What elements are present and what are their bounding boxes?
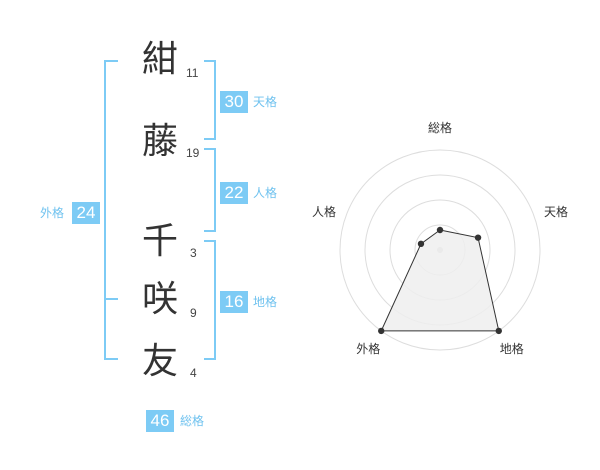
chikaku-label: 地格 — [253, 295, 278, 309]
jinkaku-label: 人格 — [253, 186, 278, 200]
surname-char-2: 藤 — [141, 121, 178, 162]
radar-axis-label-3: 地格 — [499, 341, 524, 356]
radar-grid-ring — [339, 149, 541, 351]
radar-point-4 — [378, 327, 385, 335]
soukaku-value-badge: 46 — [146, 410, 174, 432]
surname-char-1: 紺 — [141, 39, 178, 80]
chikaku-bracket — [204, 240, 216, 360]
gaikaku-label: 外格 — [40, 206, 65, 220]
tenkaku-value-badge: 30 — [220, 91, 248, 113]
radar-point-2 — [474, 234, 482, 241]
radar-point-5 — [417, 240, 425, 248]
jinkaku-value-badge: 22 — [220, 182, 248, 204]
radar-axis-label-4: 外格 — [356, 341, 381, 356]
gaikaku-value-badge: 24 — [72, 202, 100, 224]
radar-axis-label-5: 人格 — [311, 205, 336, 220]
radar-point-1 — [436, 226, 444, 234]
tenkaku-bracket — [204, 60, 216, 140]
tenkaku-label: 天格 — [253, 95, 278, 109]
stroke-count-1: 11 — [186, 66, 199, 80]
radar-series-polygon — [380, 229, 500, 332]
gaikaku-bracket — [104, 60, 118, 360]
stroke-count-2: 19 — [186, 146, 200, 160]
given-char-1: 千 — [141, 221, 178, 262]
stroke-count-4: 9 — [190, 306, 197, 320]
jinkaku-bracket — [204, 148, 216, 232]
given-char-2: 咲 — [141, 279, 178, 320]
chikaku-value-badge: 16 — [220, 291, 248, 313]
radar-point-3 — [495, 327, 502, 335]
radar-axis-label-2: 天格 — [544, 205, 569, 220]
stroke-count-5: 4 — [190, 366, 197, 380]
soukaku-label: 総格 — [180, 414, 205, 428]
given-char-3: 友 — [141, 341, 178, 382]
stroke-count-3: 3 — [190, 246, 197, 260]
radar-axis-label-1: 総格 — [427, 121, 453, 135]
gaikaku-bracket-tick — [104, 298, 118, 300]
